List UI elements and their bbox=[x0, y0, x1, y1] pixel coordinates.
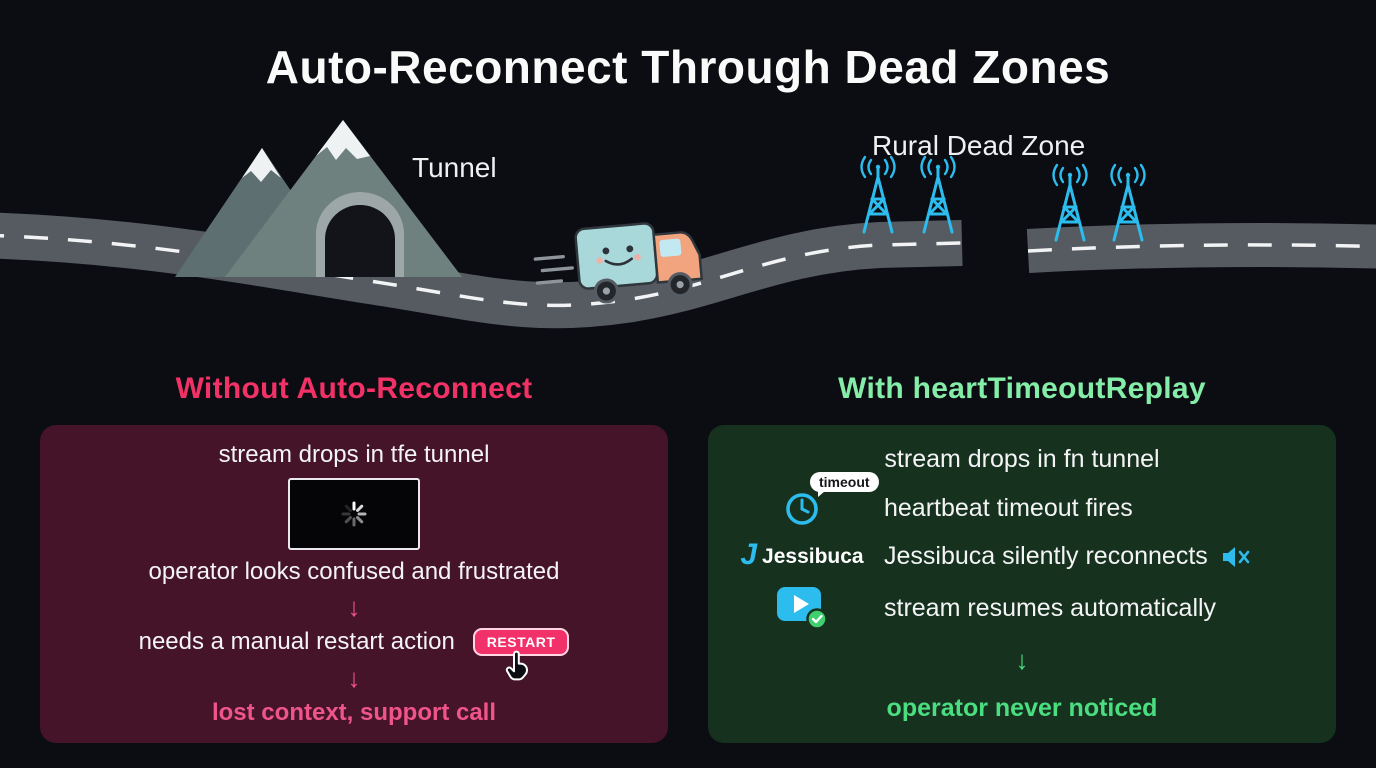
road-left bbox=[0, 212, 963, 329]
with-heart-timeout-replay-panel: stream drops in fn tunnel timeout heartb… bbox=[708, 425, 1336, 743]
without-step-stream-drops: stream drops in tfe tunnel bbox=[218, 441, 490, 469]
timeout-badge: timeout bbox=[810, 472, 879, 498]
play-resume-icon bbox=[777, 587, 828, 630]
without-step-lost-context: lost context, support call bbox=[211, 698, 497, 726]
hand-cursor-icon bbox=[505, 650, 528, 681]
mountains bbox=[175, 120, 462, 277]
with-step-operator-never-noticed: operator never noticed bbox=[886, 693, 1158, 722]
without-step-operator-confused: operator looks confused and frustrated bbox=[148, 557, 560, 585]
cell-tower-icon bbox=[860, 155, 896, 234]
tunnel-label: Tunnel bbox=[412, 152, 497, 183]
without-auto-reconnect-heading: Without Auto-Reconnect bbox=[175, 372, 533, 405]
jessibuca-logo-mark: J bbox=[740, 537, 758, 571]
without-step-manual-restart: needs a manual restart action bbox=[138, 628, 455, 656]
stream-resume bbox=[732, 585, 872, 631]
timeout-clock: timeout bbox=[732, 472, 879, 528]
speed-lines bbox=[533, 254, 574, 285]
down-arrow-icon: ↓ bbox=[1015, 644, 1029, 675]
tunnel-entrance bbox=[316, 192, 404, 277]
rural-dead-zone-label: Rural Dead Zone bbox=[872, 130, 1086, 161]
muted-speaker-icon bbox=[1222, 546, 1250, 567]
with-step-stream-drops: stream drops in fn tunnel bbox=[884, 445, 1160, 474]
with-heart-timeout-replay-heading: With heartTimeoutReplay bbox=[838, 372, 1206, 405]
with-step-stream-resumes: stream resumes automatically bbox=[884, 593, 1217, 622]
scene: Tunnel Rural Dead Zone bbox=[0, 0, 1376, 370]
loading-spinner-icon bbox=[341, 501, 367, 526]
scene-illustration bbox=[0, 120, 1376, 329]
silent-reconnect-text: Jessibuca silently reconnects bbox=[884, 542, 1208, 571]
road-right bbox=[1026, 222, 1376, 273]
down-arrow-icon: ↓ bbox=[347, 662, 361, 693]
jessibuca-logo-text: Jessibuca bbox=[762, 544, 864, 568]
stalled-video-player bbox=[288, 477, 420, 550]
clock-icon bbox=[786, 493, 818, 525]
page-title: Auto-Reconnect Through Dead Zones bbox=[265, 41, 1111, 93]
manual-restart-row: needs a manual restart action RESTART bbox=[138, 628, 570, 681]
restart-button[interactable]: RESTART bbox=[472, 628, 570, 657]
without-auto-reconnect-panel: stream drops in tfe tunnel operator look… bbox=[40, 425, 668, 743]
down-arrow-icon: ↓ bbox=[347, 592, 361, 622]
with-step-heartbeat-timeout: heartbeat timeout fires bbox=[884, 493, 1133, 522]
truck bbox=[533, 222, 704, 304]
with-step-silent-reconnect: Jessibuca silently reconnects bbox=[884, 542, 1250, 571]
jessibuca-logo: J Jessibuca bbox=[732, 537, 872, 574]
